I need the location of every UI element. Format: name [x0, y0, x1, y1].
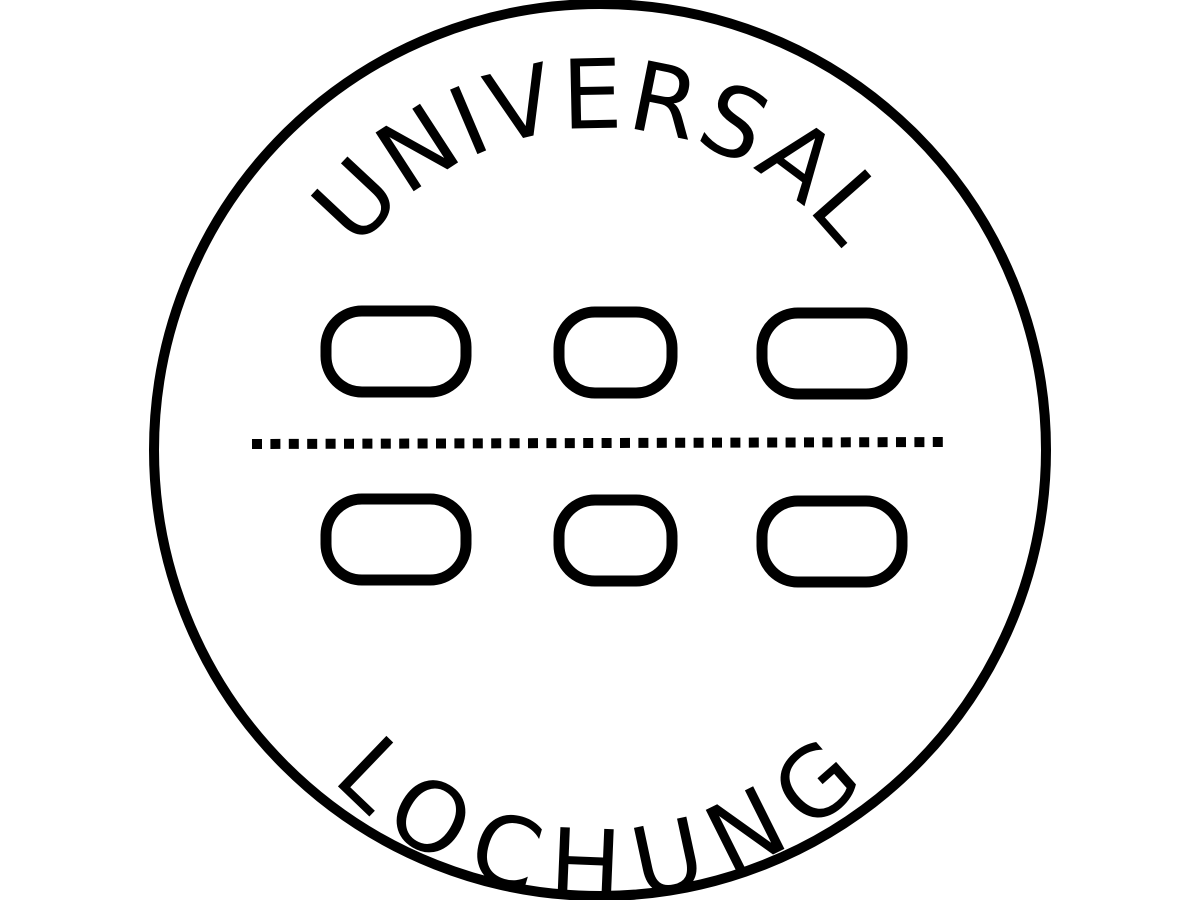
- bottom-hole-row: [320, 493, 908, 588]
- outer-ring: [149, 0, 1051, 900]
- top-hole-row: [320, 305, 908, 400]
- bottom-label: LOCHUNG: [315, 716, 883, 900]
- hole-slot-icon: [756, 495, 908, 588]
- hole-slot-icon: [320, 305, 472, 398]
- hole-slot-icon: [553, 306, 678, 399]
- dotted-divider: [251, 437, 951, 449]
- bottom-label-text: LOCHUNG: [315, 716, 881, 900]
- hole-slot-icon: [756, 307, 908, 400]
- top-label: UNIVERSAL: [291, 38, 910, 265]
- hole-slot-icon: [320, 493, 472, 586]
- top-label-text: UNIVERSAL: [291, 38, 908, 265]
- hole-slot-icon: [553, 494, 678, 587]
